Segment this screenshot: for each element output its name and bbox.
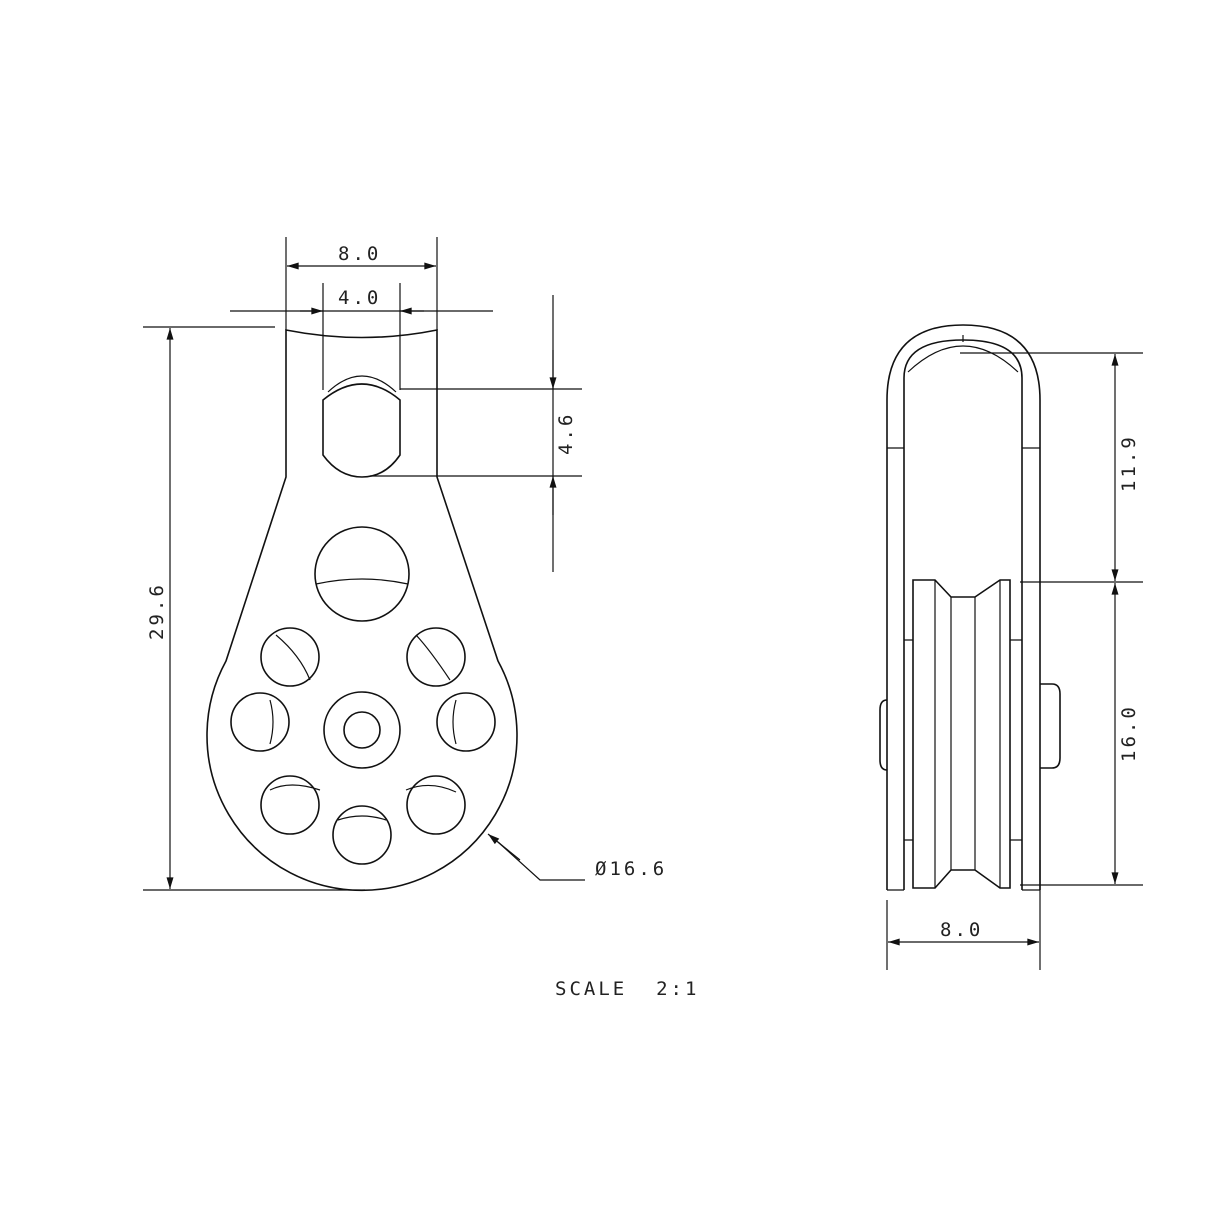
sheave-holes: [230, 627, 496, 865]
large-hole: [314, 526, 410, 622]
axle-right-end: [1040, 683, 1061, 769]
axle-left-end: [879, 699, 888, 771]
front-view: 8.0 4.0 29.6 4.6 Ø16.6: [143, 237, 667, 892]
upper-height-dimension: 11.9: [1118, 434, 1140, 492]
width-dimension: 8.0: [338, 243, 381, 265]
housing-outer: [886, 324, 1041, 890]
lower-height-dimension: 16.0: [1118, 704, 1140, 762]
axle-hole: [343, 711, 381, 749]
diameter-dimension: Ø16.6: [595, 858, 667, 880]
side-view: 11.9 16.0 8.0: [879, 324, 1143, 970]
slot-width-dimension: 4.0: [338, 287, 381, 309]
side-width-dimension: 8.0: [940, 919, 983, 941]
height-dimension: 29.6: [146, 582, 168, 640]
housing-inner: [903, 339, 1023, 890]
pulley-body-outline: [206, 329, 518, 892]
slot-height-dimension: 4.6: [555, 412, 577, 455]
scale-label: SCALE 2:1: [555, 978, 699, 1000]
hub: [323, 691, 401, 769]
top-slot: [322, 383, 401, 478]
sheave: [912, 579, 1011, 889]
